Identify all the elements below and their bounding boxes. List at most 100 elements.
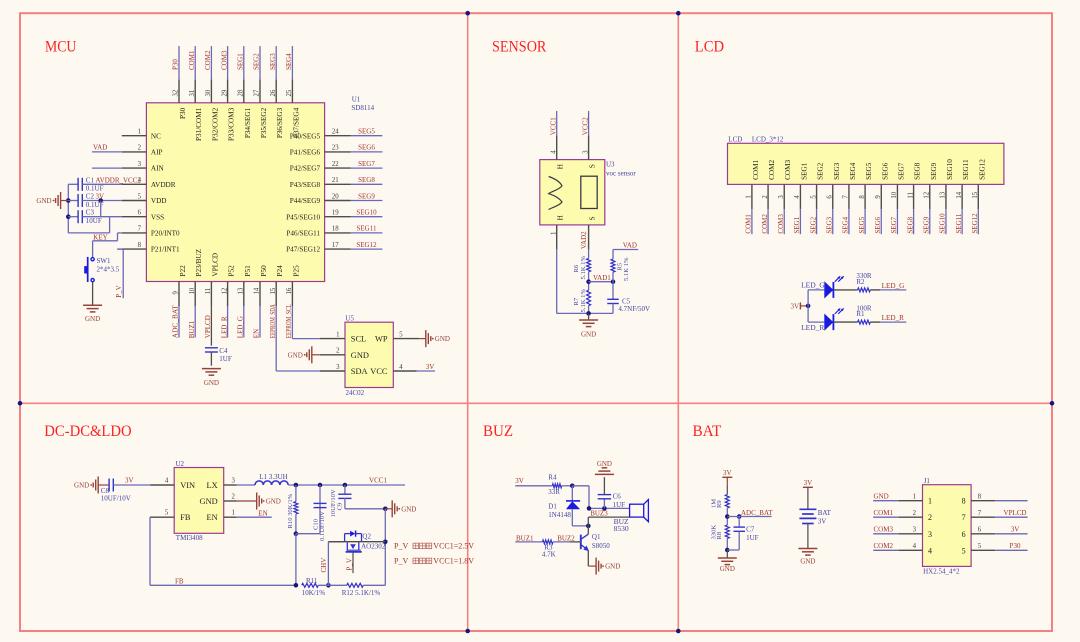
svg-text:16: 16: [286, 287, 293, 294]
svg-text:BUZ1: BUZ1: [516, 535, 534, 543]
svg-text:U1: U1: [352, 96, 361, 104]
svg-text:C2: C2: [86, 192, 95, 200]
svg-text:P_V: P_V: [346, 558, 354, 570]
svg-text:LX: LX: [207, 481, 218, 490]
svg-text:8: 8: [978, 494, 982, 501]
svg-text:BUZ1: BUZ1: [188, 320, 196, 338]
svg-text:1: 1: [913, 494, 916, 501]
svg-text:10UF: 10UF: [86, 217, 102, 225]
svg-text:GND: GND: [435, 335, 450, 343]
svg-text:VCC1: VCC1: [369, 477, 387, 485]
svg-text:S8050: S8050: [592, 542, 610, 550]
svg-text:SEG1: SEG1: [800, 162, 808, 180]
svg-text:P50: P50: [260, 265, 268, 277]
svg-text:SEG3: SEG3: [825, 216, 833, 233]
svg-text:P20/INT0: P20/INT0: [151, 230, 180, 238]
svg-text:SEG5: SEG5: [858, 216, 866, 233]
svg-text:VCC1: VCC1: [549, 117, 557, 135]
svg-text:17: 17: [332, 242, 339, 249]
svg-text:H: H: [557, 215, 565, 220]
svg-text:24C02: 24C02: [346, 389, 365, 397]
svg-text:12: 12: [923, 191, 930, 198]
svg-text:GND: GND: [351, 351, 369, 360]
svg-text:R9: R9: [716, 500, 723, 508]
svg-text:AVDDR: AVDDR: [151, 181, 176, 189]
svg-text:VCC1=1.8V: VCC1=1.8V: [433, 557, 474, 566]
svg-text:DC-DC&LDO: DC-DC&LDO: [44, 422, 132, 440]
svg-text:2: 2: [928, 513, 932, 522]
svg-text:SEG6: SEG6: [358, 144, 375, 152]
svg-text:3V: 3V: [723, 469, 732, 477]
svg-text:P22: P22: [179, 265, 187, 277]
svg-text:AVDDR_VCC2: AVDDR_VCC2: [96, 176, 142, 184]
svg-text:P30: P30: [179, 107, 187, 119]
svg-text:R10 30K/1%: R10 30K/1%: [287, 493, 294, 528]
svg-text:COM3: COM3: [784, 160, 792, 180]
svg-text:LCD: LCD: [728, 135, 742, 143]
svg-text:R6: R6: [573, 264, 580, 272]
svg-text:C4: C4: [219, 347, 228, 355]
svg-text:P24: P24: [276, 265, 284, 277]
svg-text:VCC2: VCC2: [581, 117, 589, 135]
svg-text:4.7NF/50V: 4.7NF/50V: [618, 305, 650, 313]
svg-text:8: 8: [962, 497, 966, 506]
svg-text:VSS: VSS: [151, 213, 164, 221]
svg-text:4: 4: [138, 177, 142, 184]
svg-text:SEG6: SEG6: [874, 216, 882, 233]
svg-text:C6: C6: [613, 493, 622, 501]
svg-text:COM2: COM2: [874, 542, 894, 550]
svg-text:19: 19: [332, 210, 339, 217]
svg-text:29: 29: [221, 89, 228, 96]
svg-text:SEG9: SEG9: [930, 162, 938, 180]
svg-text:SEG2: SEG2: [817, 162, 825, 180]
svg-text:SEG1: SEG1: [793, 216, 801, 233]
svg-text:7: 7: [978, 510, 982, 517]
svg-text:SEG11: SEG11: [357, 225, 377, 233]
svg-text:R4: R4: [548, 474, 557, 482]
svg-text:P45/SEG10: P45/SEG10: [286, 213, 320, 221]
svg-text:P23/BUZ: P23/BUZ: [195, 249, 203, 277]
svg-text:VCC: VCC: [370, 367, 388, 376]
svg-text:GND: GND: [74, 482, 89, 490]
svg-text:SW1: SW1: [97, 257, 112, 265]
svg-text:SEG10: SEG10: [356, 209, 377, 217]
svg-text:GND: GND: [874, 493, 889, 501]
svg-text:P52: P52: [228, 265, 236, 277]
svg-text:13: 13: [940, 191, 947, 198]
svg-text:3: 3: [138, 161, 142, 168]
svg-text:GND: GND: [204, 379, 219, 387]
svg-text:U3: U3: [606, 160, 615, 168]
svg-text:C8: C8: [101, 487, 110, 495]
svg-text:VAD: VAD: [623, 242, 637, 250]
svg-text:330K: 330K: [710, 525, 717, 540]
svg-text:5: 5: [399, 331, 403, 338]
svg-text:COM3: COM3: [220, 50, 228, 70]
svg-text:21: 21: [332, 177, 339, 184]
svg-text:330R: 330R: [856, 272, 872, 280]
svg-text:1UF: 1UF: [746, 534, 759, 542]
svg-text:BAT: BAT: [818, 509, 832, 517]
svg-text:2: 2: [762, 195, 769, 199]
svg-text:SEG12: SEG12: [971, 213, 979, 234]
svg-text:COM3: COM3: [874, 526, 894, 534]
svg-text:4: 4: [913, 543, 917, 550]
svg-text:BUZ2: BUZ2: [557, 535, 575, 543]
svg-text:10K/1%: 10K/1%: [302, 589, 326, 597]
svg-text:COM2: COM2: [761, 214, 769, 234]
svg-text:4: 4: [165, 477, 169, 484]
svg-text:VPLCD: VPLCD: [1004, 509, 1027, 517]
svg-text:R2: R2: [856, 278, 865, 286]
svg-text:VAD2: VAD2: [580, 231, 588, 249]
svg-text:P47/SEG12: P47/SEG12: [286, 246, 320, 254]
svg-text:10UF/10V: 10UF/10V: [101, 494, 131, 502]
svg-text:33R: 33R: [548, 488, 560, 496]
svg-text:2: 2: [232, 493, 236, 500]
svg-text:SEG7: SEG7: [897, 162, 905, 180]
svg-text:SEG9: SEG9: [922, 216, 930, 233]
svg-text:VDD: VDD: [151, 197, 167, 205]
svg-text:P30: P30: [172, 59, 180, 70]
svg-text:1: 1: [746, 195, 753, 198]
svg-text:FB: FB: [175, 577, 184, 585]
svg-text:SEG3: SEG3: [833, 162, 841, 180]
svg-text:7: 7: [962, 513, 966, 522]
